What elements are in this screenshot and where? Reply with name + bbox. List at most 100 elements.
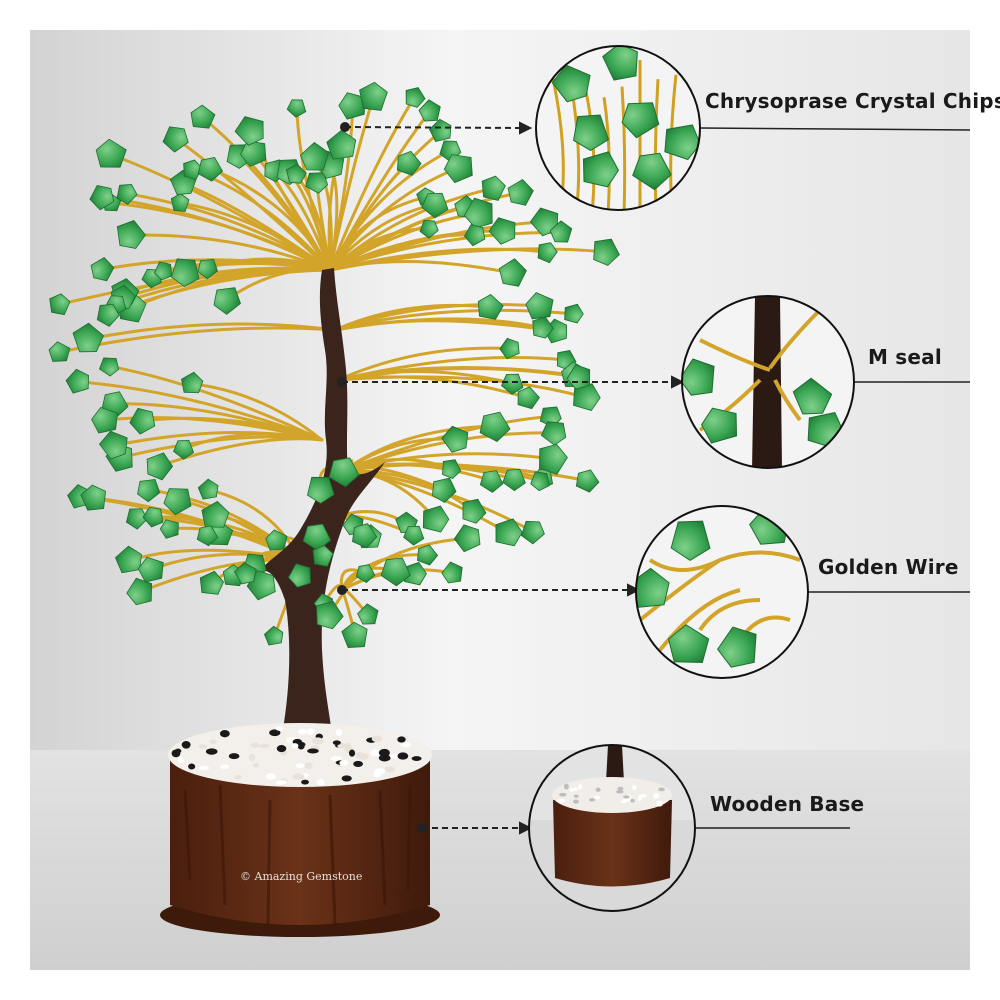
base-chip [397, 736, 406, 743]
crystal-chip [170, 258, 200, 288]
crystal-chip [380, 557, 411, 587]
wire-strand [638, 550, 801, 652]
wire-strand [328, 195, 428, 272]
wire-strand [333, 317, 544, 332]
wire-strand [328, 96, 416, 272]
crystal-chip [137, 556, 164, 583]
base-chip [275, 780, 288, 785]
crystal-chip [307, 476, 335, 504]
crystal-chip [142, 506, 164, 528]
wire-strand [343, 468, 475, 513]
crystal-chip [479, 470, 504, 493]
base-chip [400, 742, 412, 748]
base-chip [295, 763, 305, 769]
crystal-chip [162, 126, 189, 153]
base-chip [357, 753, 369, 760]
base-chip [198, 744, 208, 749]
wire-strand [76, 380, 324, 442]
crystal-chip [422, 505, 450, 533]
base-chip [209, 739, 218, 745]
crystal-chip [502, 468, 526, 492]
crystal-chip [498, 258, 527, 287]
base-chip [307, 728, 315, 735]
base-chip [411, 756, 422, 761]
base-chip [304, 762, 313, 770]
crystal-chip [664, 124, 700, 161]
crystal-chip [520, 520, 545, 545]
crystal-chip [551, 64, 591, 103]
base-chip [623, 795, 630, 799]
crystal-chip [153, 261, 173, 281]
crystal-chip [181, 371, 204, 394]
base-chip [316, 778, 325, 786]
crystal-chip [116, 220, 146, 249]
crystal-chip [479, 411, 511, 443]
crystal-chip [351, 523, 378, 549]
crystal-chip [403, 525, 425, 546]
crystal-chip [431, 477, 457, 504]
zoom-circle-trunk-icon [681, 295, 855, 469]
wire-strand [333, 303, 542, 332]
base-chip [296, 741, 306, 747]
wire-strand [181, 181, 332, 272]
crystal-chip [463, 224, 486, 247]
wire-strand [107, 364, 324, 442]
crystal-chip [49, 293, 71, 316]
base-chip [397, 752, 409, 760]
wire-strand [343, 452, 554, 472]
wire-strand [328, 95, 375, 272]
crystal-chip [507, 178, 534, 206]
crystal-chip [573, 114, 610, 152]
callout-label-mseal: M seal [868, 345, 942, 369]
base-chip [569, 788, 575, 792]
base-chip [297, 729, 309, 735]
crystal-chip [481, 175, 506, 201]
tree-trunk [752, 296, 782, 468]
crystal-chip [72, 322, 105, 353]
crystal-chip [418, 99, 441, 122]
base-chip [234, 774, 242, 780]
wire-strand [86, 322, 337, 341]
wooden-base [160, 723, 440, 937]
crystal-chip [65, 368, 89, 394]
crystal-chip [163, 488, 192, 516]
crystal-chip [442, 459, 462, 479]
tree-trunk [606, 745, 624, 782]
crystal-chip [636, 567, 670, 608]
base-chip [188, 763, 196, 770]
wire-strand [336, 367, 581, 382]
crystal-chip [116, 184, 138, 205]
base-chip [573, 787, 578, 792]
base-chip [563, 783, 569, 790]
wire-strand [182, 432, 324, 451]
crystal-chip [197, 258, 219, 280]
crystal-chip [95, 138, 127, 168]
base-chip [199, 765, 210, 771]
crystal-chip [196, 525, 219, 547]
base-chip [656, 800, 664, 807]
base-chip [620, 800, 627, 804]
base-chip [637, 795, 643, 801]
crystal-chip [137, 478, 161, 503]
base-chip [595, 787, 601, 792]
base-chip [378, 748, 390, 757]
crystal-chip [146, 452, 174, 481]
wire-strand [698, 308, 822, 432]
base-chip [658, 787, 665, 792]
crystal-chip [717, 626, 757, 668]
wire-strand [100, 195, 332, 272]
base-chip [205, 748, 218, 755]
wire-strand [620, 86, 627, 210]
crystal-chip [341, 621, 368, 648]
crystal-chip [441, 425, 469, 453]
white-chip-topping [168, 723, 432, 787]
callout-label-chips: Chrysoprase Crystal Chips [705, 89, 1000, 113]
crystal-chip [417, 544, 439, 566]
crystal-chip [525, 292, 554, 320]
base-chip [174, 748, 182, 754]
crystal-chip [443, 154, 473, 184]
crystal-chip [539, 443, 568, 475]
crystal-chip [199, 570, 224, 595]
crystal-chip [532, 316, 554, 339]
crystal-chip [540, 421, 567, 446]
